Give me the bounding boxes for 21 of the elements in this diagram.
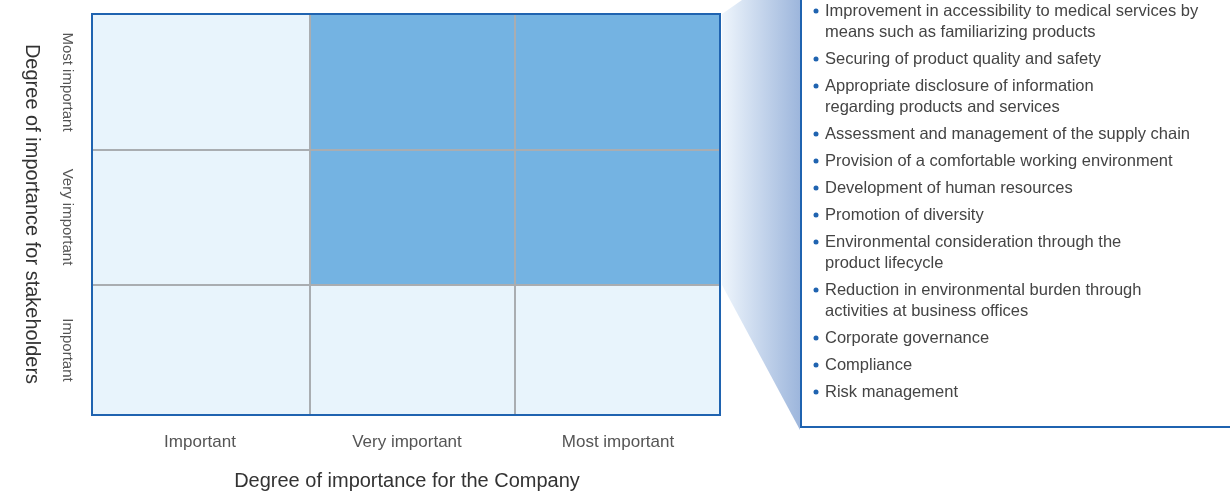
list-item: Promotion of diversity xyxy=(825,205,984,223)
axis-tick-label: Most important xyxy=(59,32,77,132)
axis-tick-label: Very important xyxy=(59,168,77,266)
list-item: Development of human resources xyxy=(825,178,1073,196)
list-item: Compliance xyxy=(825,355,913,373)
axis-tick-label: Very important xyxy=(352,432,462,452)
list-panel xyxy=(800,0,1230,428)
list-item: Securing of product quality and safety xyxy=(825,49,1102,67)
list-item: Risk management xyxy=(825,382,958,400)
axis-title: Degree of importance for stakeholders xyxy=(20,43,44,385)
list-item: Corporate governance xyxy=(825,328,990,346)
list-item: Environmental consideration through the product lifecycle xyxy=(825,232,1122,271)
axis-tick-label: Most important xyxy=(561,432,675,452)
list-item: Assessment and management of the supply chain xyxy=(825,124,1191,142)
axis-title: Degree of importance for the Company xyxy=(234,468,580,491)
axis-tick-label: Important xyxy=(164,432,236,452)
list-item: Appropriate disclosure of information regarding products and services xyxy=(825,76,1094,115)
list-item: Reduction in environmental burden through activities at business offices xyxy=(825,280,1142,319)
list-item: Provision of a comfortable working environment xyxy=(825,151,1173,169)
list-item: Improvement in accessibility to medical services by means such as familiarizing products xyxy=(825,1,1199,40)
axis-tick-label: Important xyxy=(59,318,77,382)
